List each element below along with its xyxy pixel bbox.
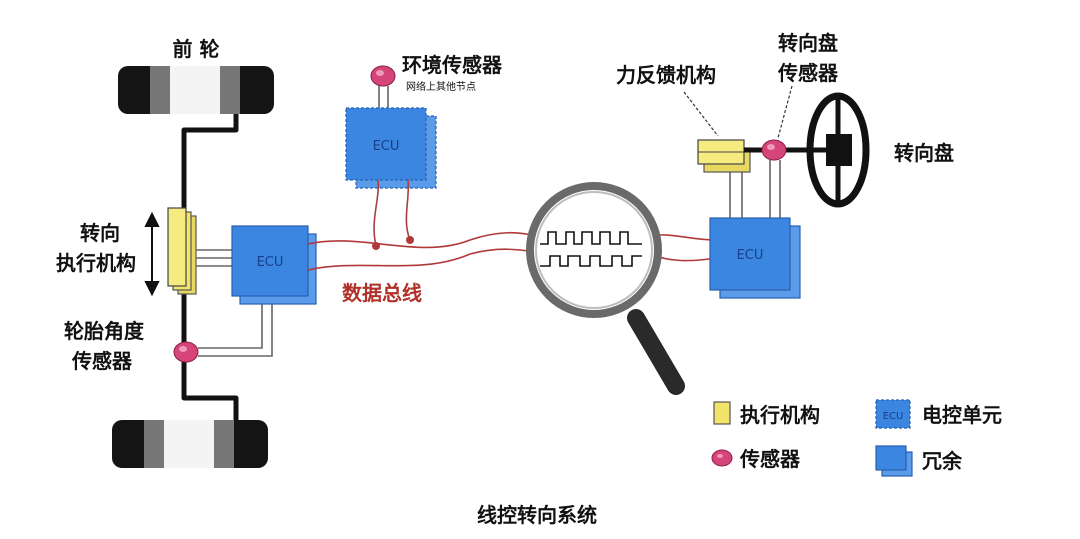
wheel-sensor-label-2: 传感器 [777,61,839,85]
wheel-sensor [761,139,787,161]
legend-redundant-icon [875,445,913,477]
legend-ecu-icon: ECU [875,399,911,429]
actuator-motion-arrow [144,211,160,297]
angle-sensor-label-2: 传感器 [71,349,133,373]
actuator-ecu-wires [196,249,232,267]
env-sensor-sublabel: 网络上其他节点 [406,80,476,93]
steering-wheel-label: 转向盘 [894,141,954,165]
env-sensor-label: 环境传感器 [402,53,503,77]
legend-ecu-label: 电控单元 [922,403,1002,427]
bus-node-2 [406,236,414,244]
wheel-angle-sensor [173,341,199,363]
angle-sensor-label-1: 轮胎角度 [64,319,145,343]
steer-actuator [167,207,197,295]
magnifier [526,182,685,395]
legend: 执行机构 传感器 ECU 电控单元 冗余 [711,399,1002,477]
steering-wheel [806,92,870,208]
env-sensor-wires [378,86,389,110]
ecu-top-text: ECU [373,139,400,154]
front-wheel-label: 前 轮 [173,37,220,61]
wheel-sensor-label-1: 转向盘 [778,31,838,55]
legend-actuator-icon [713,401,731,425]
legend-sensor-icon [711,449,733,467]
front-wheel-top [118,66,274,114]
wheel-sensor-pointer [777,85,793,139]
ecu-left: ECU [231,225,317,305]
diagram-caption: 线控转向系统 [477,503,597,527]
data-bus-label: 数据总线 [342,281,422,305]
right-ecu-wires [729,160,781,218]
force-feedback-label: 力反馈机构 [616,63,716,87]
steer-actuator-label-2: 执行机构 [56,251,136,275]
front-wheel-bottom [112,420,268,468]
ecu-top-bus-wires [373,179,411,247]
env-sensor [370,65,396,87]
ecu-right-text: ECU [737,248,764,263]
ecu-right: ECU [709,217,801,299]
force-feedback-pointer [683,91,719,137]
legend-actuator-label: 执行机构 [740,403,820,427]
legend-redundant-label: 冗余 [922,449,963,473]
ecu-top: ECU [345,107,437,189]
legend-sensor-label: 传感器 [739,447,801,471]
steer-actuator-label-1: 转向 [80,221,120,245]
angle-sensor-wires [198,302,273,357]
legend-ecu-icon-text: ECU [883,411,904,422]
ecu-left-text: ECU [257,255,284,270]
force-feedback-unit [697,139,751,173]
